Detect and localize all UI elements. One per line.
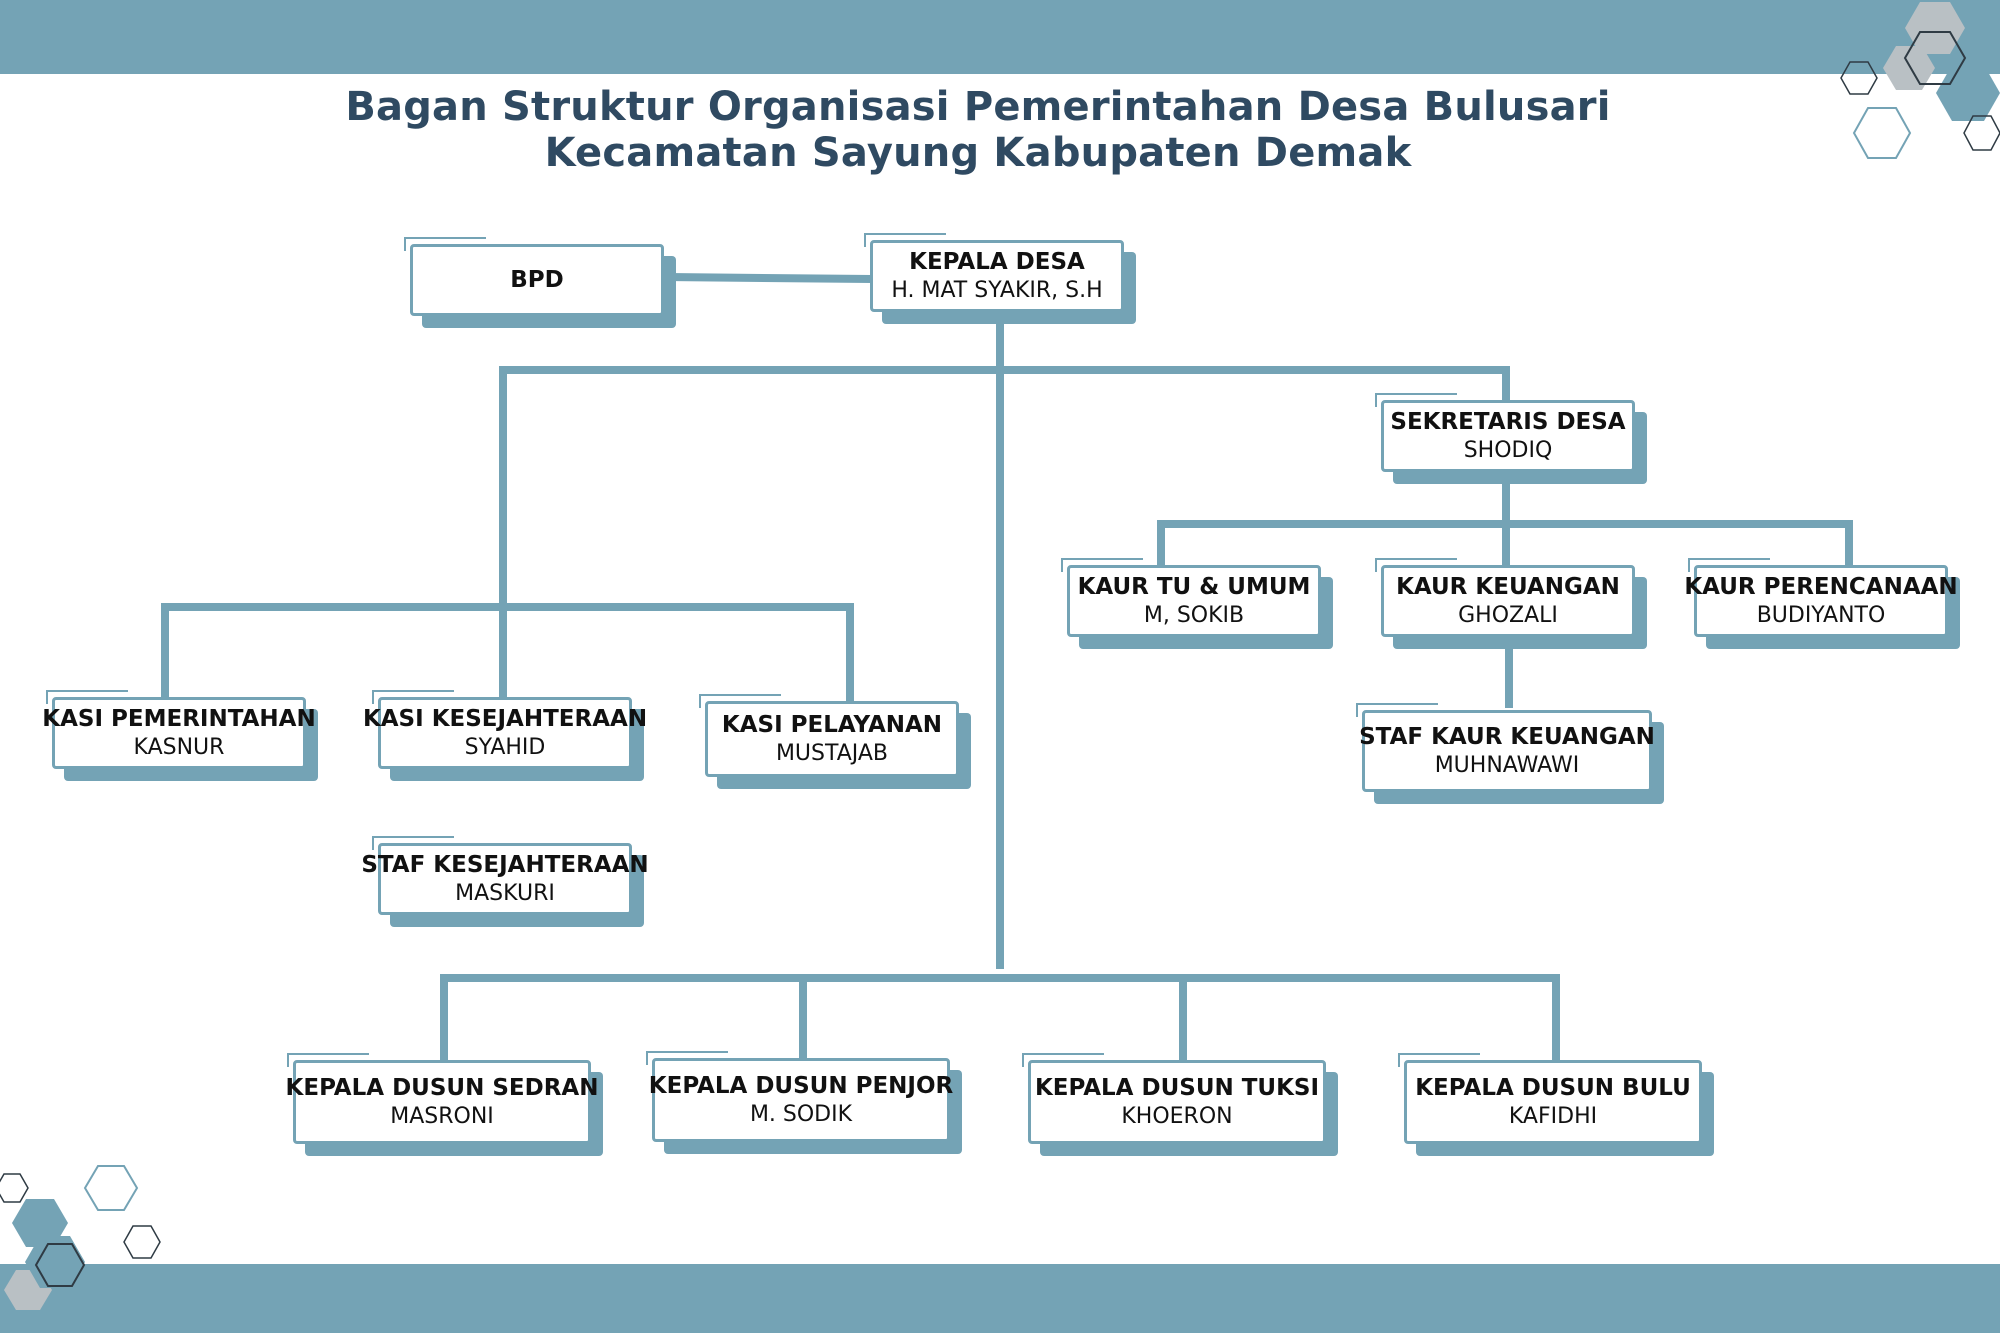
node-name: MASRONI [390, 1103, 494, 1129]
node-title: KASI KESEJAHTERAAN [362, 705, 648, 732]
node-name: MUSTAJAB [775, 740, 889, 766]
node-sekretaris-desa: SEKRETARIS DESA SHODIQ [1375, 393, 1647, 484]
node-title: KEPALA DUSUN SEDRAN [285, 1074, 599, 1101]
node-title: KASI PEMERINTAHAN [42, 705, 316, 732]
node-title: BPD [510, 267, 564, 293]
node-kepala-dusun-tuksi: KEPALA DUSUN TUKSI KHOERON [1022, 1053, 1338, 1156]
node-staf-kesejahteraan: STAF KESEJAHTERAAN MASKURI [361, 836, 649, 927]
node-title: SEKRETARIS DESA [1390, 408, 1626, 435]
node-title: STAF KESEJAHTERAAN [361, 851, 649, 878]
node-name: BUDIYANTO [1756, 602, 1886, 628]
hexagon-decoration-bottom-left [0, 1165, 161, 1310]
node-kaur-keuangan: KAUR KEUANGAN GHOZALI [1375, 558, 1647, 649]
top-banner [0, 0, 2000, 74]
node-name: KHOERON [1121, 1103, 1233, 1129]
node-name: M, SOKIB [1143, 602, 1245, 628]
node-title: KASI PELAYANAN [721, 711, 943, 738]
node-name: SYAHID [464, 734, 546, 760]
node-title: STAF KAUR KEUANGAN [1359, 723, 1655, 750]
node-kepala-dusun-bulu: KEPALA DUSUN BULU KAFIDHI [1398, 1053, 1714, 1156]
title-line-2: Kecamatan Sayung Kabupaten Demak [544, 130, 1412, 176]
node-staf-kaur-keuangan: STAF KAUR KEUANGAN MUHNAWAWI [1356, 703, 1664, 804]
node-title: KAUR KEUANGAN [1396, 573, 1620, 600]
title-line-1: Bagan Struktur Organisasi Pemerintahan D… [345, 84, 1611, 130]
connector-bpd-kepala-desa [663, 272, 873, 284]
node-name: H. MAT SYAKIR, S.H [891, 277, 1103, 303]
node-name: GHOZALI [1458, 602, 1558, 628]
node-kepala-dusun-penjor: KEPALA DUSUN PENJOR M. SODIK [646, 1051, 962, 1154]
node-kasi-pemerintahan: KASI PEMERINTAHAN KASNUR [42, 690, 318, 781]
node-name: SHODIQ [1463, 437, 1553, 463]
node-kepala-dusun-sedran: KEPALA DUSUN SEDRAN MASRONI [286, 1053, 603, 1156]
node-name: MASKURI [455, 880, 555, 906]
node-name: M. SODIK [749, 1101, 853, 1127]
node-title: KAUR TU & UMUM [1077, 573, 1311, 600]
node-kaur-perencanaan: KAUR PERENCANAAN BUDIYANTO [1684, 558, 1960, 649]
node-title: KEPALA DUSUN TUKSI [1034, 1074, 1320, 1101]
node-name: KAFIDHI [1508, 1103, 1598, 1129]
node-name: MUHNAWAWI [1434, 752, 1580, 778]
hexagon-decoration-top-right [1840, 2, 2000, 159]
node-title: KEPALA DUSUN PENJOR [648, 1072, 954, 1099]
node-kasi-pelayanan: KASI PELAYANAN MUSTAJAB [699, 694, 971, 789]
chart-title: Bagan Struktur Organisasi Pemerintahan D… [300, 84, 1656, 176]
bottom-banner [0, 1264, 2000, 1333]
node-name: KASNUR [133, 734, 225, 760]
node-kaur-tu-umum: KAUR TU & UMUM M, SOKIB [1061, 558, 1333, 649]
node-title: KEPALA DUSUN BULU [1415, 1074, 1691, 1101]
node-title: KAUR PERENCANAAN [1684, 573, 1958, 600]
node-bpd: BPD [404, 237, 676, 328]
node-title: KEPALA DESA [909, 248, 1085, 275]
node-kasi-kesejahteraan: KASI KESEJAHTERAAN SYAHID [363, 690, 647, 781]
node-kepala-desa: KEPALA DESA H. MAT SYAKIR, S.H [864, 233, 1136, 324]
